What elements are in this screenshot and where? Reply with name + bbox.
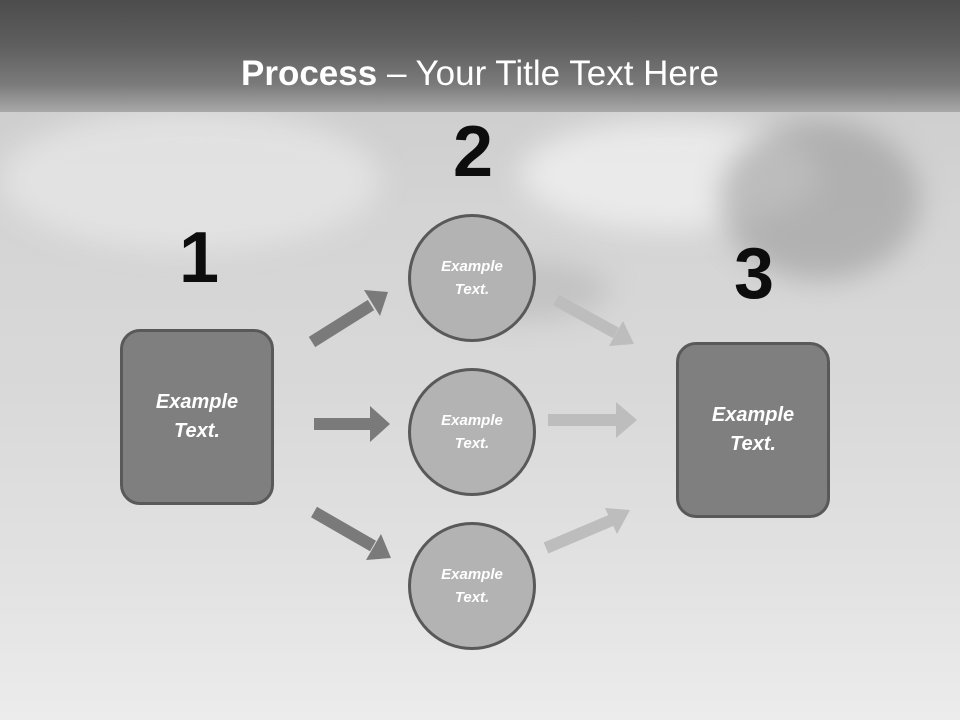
step-1-text-line-1: Example <box>155 391 239 413</box>
step-3-box: Example Text. <box>676 342 830 518</box>
circle-middle: Example Text. <box>408 368 536 496</box>
background-blur <box>720 120 920 280</box>
circle-middle-text-line-2: Text. <box>454 435 490 452</box>
arrow-from-circle-bottom <box>543 508 630 554</box>
step-1-box: Example Text. <box>120 329 274 505</box>
background-blur <box>0 110 380 250</box>
step-number-2: 2 <box>452 112 494 192</box>
title-bar <box>0 0 960 112</box>
circle-top-text-line-2: Text. <box>454 281 490 298</box>
arrow-from-circle-middle <box>548 402 637 438</box>
step-3-text-line-1: Example <box>711 404 795 426</box>
title-rest: – Your Title Text Here <box>377 54 719 93</box>
step-1-text-line-2: Text. <box>174 420 220 442</box>
arrow-to-circle-bottom <box>311 506 391 560</box>
step-3-text-line-2: Text. <box>730 433 776 455</box>
circle-bottom-text-line-2: Text. <box>454 589 490 606</box>
circle-top-text-line-1: Example <box>441 258 503 275</box>
title-bold: Process <box>241 54 378 93</box>
circle-top: Example Text. <box>408 214 536 342</box>
arrow-to-circle-top <box>308 290 388 348</box>
arrow-from-circle-top <box>553 294 634 346</box>
step-number-1: 1 <box>178 218 220 298</box>
circle-bottom: Example Text. <box>408 522 536 650</box>
slide-title: Process – Your Title Text Here <box>0 52 960 96</box>
circle-bottom-text-line-1: Example <box>441 566 503 583</box>
circle-middle-text-line-1: Example <box>441 412 503 429</box>
arrow-to-circle-middle <box>314 406 390 442</box>
step-number-3: 3 <box>733 234 775 314</box>
